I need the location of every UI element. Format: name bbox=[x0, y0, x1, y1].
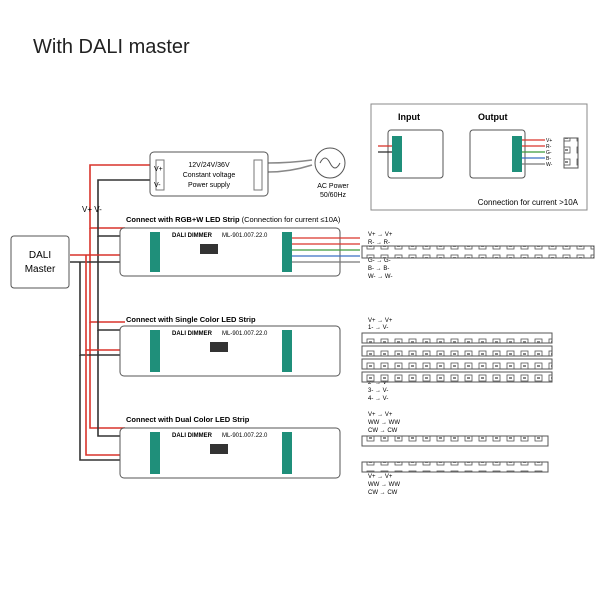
dimmer3-pin-bottom-1: WW → WW bbox=[368, 482, 400, 488]
dali-master: DALI Master bbox=[10, 235, 70, 289]
dimmer-rgbw: Connect with RGB+W LED Strip (Connection… bbox=[119, 215, 595, 280]
ac-line1: AC Power bbox=[317, 183, 349, 190]
led-strip-single-4 bbox=[361, 371, 553, 383]
ac-line2: 50/60Hz bbox=[320, 192, 347, 199]
dimmer3-heading: Connect with Dual Color LED Strip bbox=[126, 415, 250, 424]
dimmer-single: Connect with Single Color LED Strip DALI… bbox=[119, 315, 553, 402]
dimmer2-pin-bottom-2: 4- → V- bbox=[368, 396, 388, 402]
inset-output-label: Output bbox=[478, 112, 508, 122]
inset-pin-2: G- bbox=[546, 150, 552, 156]
dimmer1-pin-3: B- → B- bbox=[368, 266, 389, 272]
dimmer1-heading: Connect with RGB+W LED Strip (Connection… bbox=[126, 215, 341, 224]
dali-line-5 bbox=[85, 255, 125, 351]
dimmer2-heading: Connect with Single Color LED Strip bbox=[126, 315, 256, 324]
dimmer1-display bbox=[200, 244, 218, 254]
inset-panel: Input Output V+ R- G- B- W- bbox=[370, 103, 588, 211]
dimmer2-display bbox=[210, 342, 228, 352]
dimmer2-pin-top-1: 1- → V- bbox=[368, 325, 388, 331]
dimmer1-pin-4: W- → W- bbox=[368, 274, 392, 280]
dimmer3-model: ML-901.007.22.0 bbox=[222, 433, 268, 439]
dimmer1-output-wires bbox=[292, 237, 360, 263]
led-strip-rgbw bbox=[361, 245, 595, 259]
psu-line2: Constant voltage bbox=[183, 172, 236, 179]
power-supply: V+ V- 12V/24V/36V Constant voltage Power… bbox=[149, 151, 269, 197]
inset-pin-1: R- bbox=[546, 144, 552, 150]
dimmer2-pin-bottom-0: 2- → V- bbox=[368, 380, 388, 386]
wires bbox=[70, 159, 313, 461]
psu-vminus-wire bbox=[97, 179, 150, 237]
led-strip-dual-1 bbox=[361, 435, 549, 447]
inset-input-label: Input bbox=[398, 112, 420, 122]
led-strip-single-1 bbox=[361, 332, 553, 344]
dali-master-line1: DALI bbox=[29, 250, 51, 261]
inset-pins: V+ R- G- B- W- bbox=[546, 138, 553, 168]
psu-vminus: V- bbox=[154, 182, 161, 189]
vplus-vminus-label: V+ V- bbox=[82, 205, 102, 214]
inset-output-wires bbox=[522, 139, 545, 165]
led-strip-dual-2 bbox=[361, 461, 549, 473]
dimmer3-name: DALI DIMMER bbox=[172, 433, 213, 439]
page-title: With DALI master bbox=[33, 36, 190, 58]
led-strip-single-3 bbox=[361, 358, 553, 370]
dimmer3-pin-bottom-2: CW → CW bbox=[368, 490, 398, 496]
dimmer1-pin-2: G- → G- bbox=[368, 258, 391, 264]
dali-line-4 bbox=[79, 355, 125, 461]
dimmer3-pin-top-0: V+ → V+ bbox=[368, 412, 393, 418]
dimmer3-display bbox=[210, 444, 228, 454]
dimmer1-pin-0: V+ → V+ bbox=[368, 232, 393, 238]
psu-line3: Power supply bbox=[188, 182, 231, 189]
dimmer-dual: Connect with Dual Color LED Strip DALI D… bbox=[119, 412, 549, 496]
dimmer1-pin-1: R- → R- bbox=[368, 240, 390, 246]
psu-vplus: V+ bbox=[154, 166, 163, 173]
inset-pin-0: V+ bbox=[546, 138, 552, 144]
dimmer3-pin-bottom-0: V+ → V+ bbox=[368, 474, 393, 480]
dimmer3-pin-top-2: CW → CW bbox=[368, 428, 398, 434]
inset-pin-4: W- bbox=[546, 162, 553, 168]
ac-line-2 bbox=[267, 164, 313, 173]
dimmer2-model: ML-901.007.22.0 bbox=[222, 331, 268, 337]
bus-wire-3-neg bbox=[97, 330, 125, 437]
ac-line-1 bbox=[267, 159, 313, 164]
inset-caption: Connection for current >10A bbox=[478, 198, 579, 207]
dimmer2-name: DALI DIMMER bbox=[172, 331, 213, 337]
bus-wire-3-pos bbox=[89, 322, 125, 429]
dali-line-6 bbox=[85, 350, 125, 456]
dimmer1-model: ML-901.007.22.0 bbox=[222, 233, 268, 239]
psu-vplus-wire bbox=[89, 164, 150, 229]
dimmer1-name: DALI DIMMER bbox=[172, 233, 213, 239]
dimmer3-pin-top-1: WW → WW bbox=[368, 420, 400, 426]
ac-power: AC Power 50/60Hz bbox=[314, 147, 349, 199]
inset-pin-3: B- bbox=[546, 156, 551, 162]
led-strip-single-2 bbox=[361, 345, 553, 357]
psu-line1: 12V/24V/36V bbox=[188, 162, 230, 169]
dimmer2-pin-top-0: V+ → V+ bbox=[368, 318, 393, 324]
dimmer2-pin-bottom-1: 3- → V- bbox=[368, 388, 388, 394]
dali-master-line2: Master bbox=[25, 264, 56, 275]
